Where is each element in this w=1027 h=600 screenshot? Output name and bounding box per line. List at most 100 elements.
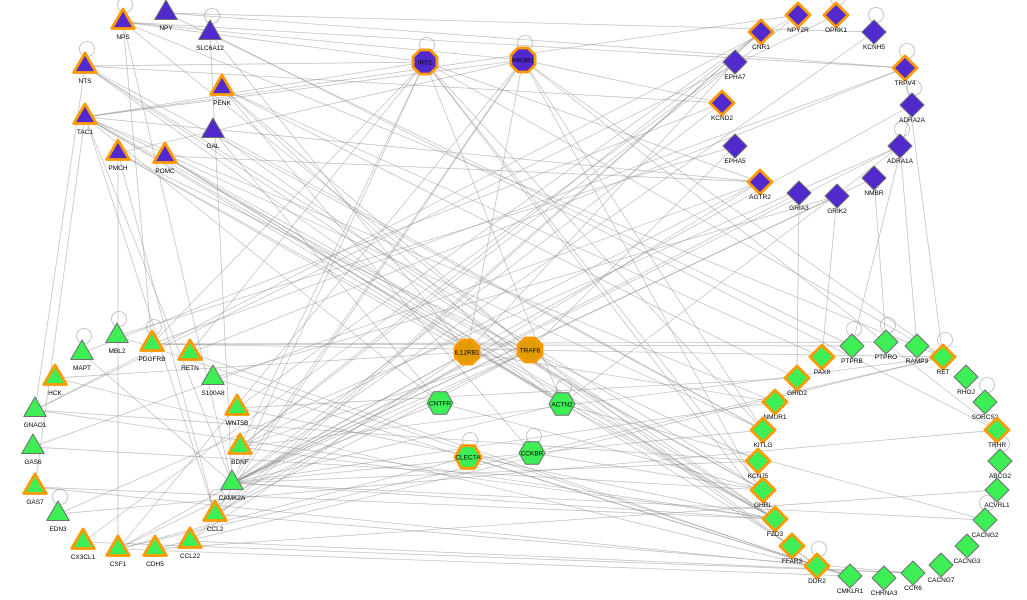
graph-node-MAPT[interactable]: MAPT <box>70 339 94 372</box>
diamond-node-shape[interactable] <box>873 329 899 355</box>
graph-node-GAS6[interactable]: GAS6 <box>21 433 45 466</box>
diamond-node-shape[interactable] <box>708 89 736 117</box>
diamond-node-shape[interactable] <box>929 343 957 371</box>
triangle-node-shape[interactable] <box>110 7 136 30</box>
graph-node-TRAF6[interactable]: TRAF6 <box>516 336 544 364</box>
diamond-node-shape[interactable] <box>722 133 748 159</box>
diamond-node-shape[interactable] <box>749 416 777 444</box>
graph-node-SLC6A12[interactable]: SLC6A12 <box>196 19 224 52</box>
diamond-node-shape[interactable] <box>861 165 887 191</box>
graph-node-CACNG2[interactable]: CACNG2 <box>971 507 999 539</box>
triangle-node-shape[interactable] <box>201 364 225 385</box>
graph-node-TAC1[interactable]: TAC1 <box>72 102 98 136</box>
diamond-node-shape[interactable] <box>983 416 1011 444</box>
graph-node-OPRK1[interactable]: OPRK1 <box>822 1 850 34</box>
graph-node-CACNG7[interactable]: CACNG7 <box>927 552 955 584</box>
graph-node-CACNG3[interactable]: CACNG3 <box>953 533 981 565</box>
graph-node-HCK[interactable]: HCK <box>42 363 68 397</box>
graph-node-NPY[interactable]: NPY <box>154 0 178 32</box>
diamond-node-shape[interactable] <box>783 364 811 392</box>
triangle-node-shape[interactable] <box>142 534 168 557</box>
triangle-node-shape[interactable] <box>177 526 203 549</box>
diamond-node-shape[interactable] <box>837 563 863 589</box>
diamond-node-shape[interactable] <box>904 333 930 359</box>
diamond-node-shape[interactable] <box>899 92 925 118</box>
graph-node-NPS[interactable]: NPS <box>110 7 136 41</box>
diamond-node-shape[interactable] <box>984 477 1010 503</box>
diamond-node-shape[interactable] <box>861 19 887 45</box>
triangle-node-shape[interactable] <box>220 469 244 490</box>
graph-node-ACVRL1[interactable]: ACVRL1 <box>984 477 1010 509</box>
graph-node-GAS7[interactable]: GAS7 <box>22 472 48 506</box>
diamond-node-shape[interactable] <box>744 447 772 475</box>
graph-node-EPHA5[interactable]: EPHA5 <box>722 133 748 165</box>
graph-node-IRS1[interactable]: IRS1 <box>411 48 439 76</box>
triangle-node-shape[interactable] <box>72 51 98 74</box>
graph-node-AGTR2[interactable]: AGTR2 <box>746 168 774 201</box>
graph-node-CX3CL1[interactable]: CX3CL1 <box>70 527 96 561</box>
triangle-node-shape[interactable] <box>152 141 178 164</box>
hexagon-node-shape[interactable] <box>518 441 546 465</box>
hexagon-node-shape[interactable] <box>548 392 576 416</box>
diamond-node-shape[interactable] <box>761 388 789 416</box>
graph-node-CDH5[interactable]: CDH5 <box>142 534 168 568</box>
graph-node-KCNJ5[interactable]: KCNJ5 <box>744 447 772 480</box>
graph-node-KCND2[interactable]: KCND2 <box>708 89 736 122</box>
triangle-node-shape[interactable] <box>202 499 228 522</box>
graph-node-TRHR[interactable]: TRHR <box>983 416 1011 449</box>
diamond-node-shape[interactable] <box>891 54 919 82</box>
octagon-node-shape[interactable] <box>516 336 544 364</box>
graph-node-CSF1[interactable]: CSF1 <box>105 534 131 568</box>
diamond-node-shape[interactable] <box>722 49 748 75</box>
graph-node-CCL22[interactable]: CCL22 <box>177 526 203 560</box>
triangle-node-shape[interactable] <box>70 527 96 550</box>
diamond-node-shape[interactable] <box>808 343 836 371</box>
diamond-node-shape[interactable] <box>839 333 865 359</box>
triangle-node-shape[interactable] <box>72 102 98 125</box>
triangle-node-shape[interactable] <box>201 117 225 138</box>
diamond-node-shape[interactable] <box>953 364 979 390</box>
triangle-node-shape[interactable] <box>139 329 165 352</box>
diamond-node-shape[interactable] <box>761 505 789 533</box>
graph-node-TRPV4[interactable]: TRPV4 <box>891 54 919 87</box>
graph-node-PTPRB[interactable]: PTPRB <box>839 333 865 365</box>
graph-node-NMUR1[interactable]: NMUR1 <box>761 388 789 421</box>
diamond-node-shape[interactable] <box>786 180 812 206</box>
graph-node-ACTN2[interactable]: ACTN2 <box>548 392 576 416</box>
triangle-node-shape[interactable] <box>22 472 48 495</box>
diamond-node-shape[interactable] <box>887 133 913 159</box>
graph-node-RET[interactable]: RET <box>929 343 957 376</box>
graph-node-CCR6[interactable]: CCR6 <box>900 560 926 592</box>
graph-node-NTS[interactable]: NTS <box>72 51 98 85</box>
graph-node-EDN3[interactable]: EDN3 <box>46 500 70 533</box>
diamond-node-shape[interactable] <box>987 448 1013 474</box>
graph-node-CNR1[interactable]: CNR1 <box>747 18 775 51</box>
diamond-node-shape[interactable] <box>803 552 831 580</box>
graph-node-ADRA1A[interactable]: ADRA1A <box>887 133 914 165</box>
triangle-node-shape[interactable] <box>227 432 253 455</box>
triangle-node-shape[interactable] <box>198 19 222 40</box>
octagon-node-shape[interactable] <box>509 46 537 74</box>
diamond-node-shape[interactable] <box>822 1 850 29</box>
graph-node-GRIK2[interactable]: GRIK2 <box>824 183 850 215</box>
octagon-node-shape[interactable] <box>453 338 481 366</box>
graph-node-SORCS2[interactable]: SORCS2 <box>972 389 999 421</box>
triangle-node-shape[interactable] <box>70 339 94 360</box>
diamond-node-shape[interactable] <box>972 507 998 533</box>
diamond-node-shape[interactable] <box>972 389 998 415</box>
diamond-node-shape[interactable] <box>871 565 897 591</box>
triangle-node-shape[interactable] <box>177 338 203 361</box>
diamond-node-shape[interactable] <box>928 552 954 578</box>
graph-node-FZD3[interactable]: FZD3 <box>761 505 789 538</box>
graph-node-CHRNA3[interactable]: CHRNA3 <box>871 565 898 597</box>
triangle-node-shape[interactable] <box>46 500 70 521</box>
graph-node-DDR2[interactable]: DDR2 <box>803 552 831 585</box>
diamond-node-shape[interactable] <box>746 168 774 196</box>
graph-node-GHRL[interactable]: GHRL <box>749 476 777 509</box>
graph-node-RHOJ[interactable]: RHOJ <box>953 364 979 396</box>
graph-node-CNTFR[interactable]: CNTFR <box>426 391 454 415</box>
graph-node-PIK3R1[interactable]: PIK3R1 <box>509 46 537 74</box>
hexagon-node-shape[interactable] <box>426 391 454 415</box>
graph-node-ABCG2[interactable]: ABCG2 <box>987 448 1013 480</box>
